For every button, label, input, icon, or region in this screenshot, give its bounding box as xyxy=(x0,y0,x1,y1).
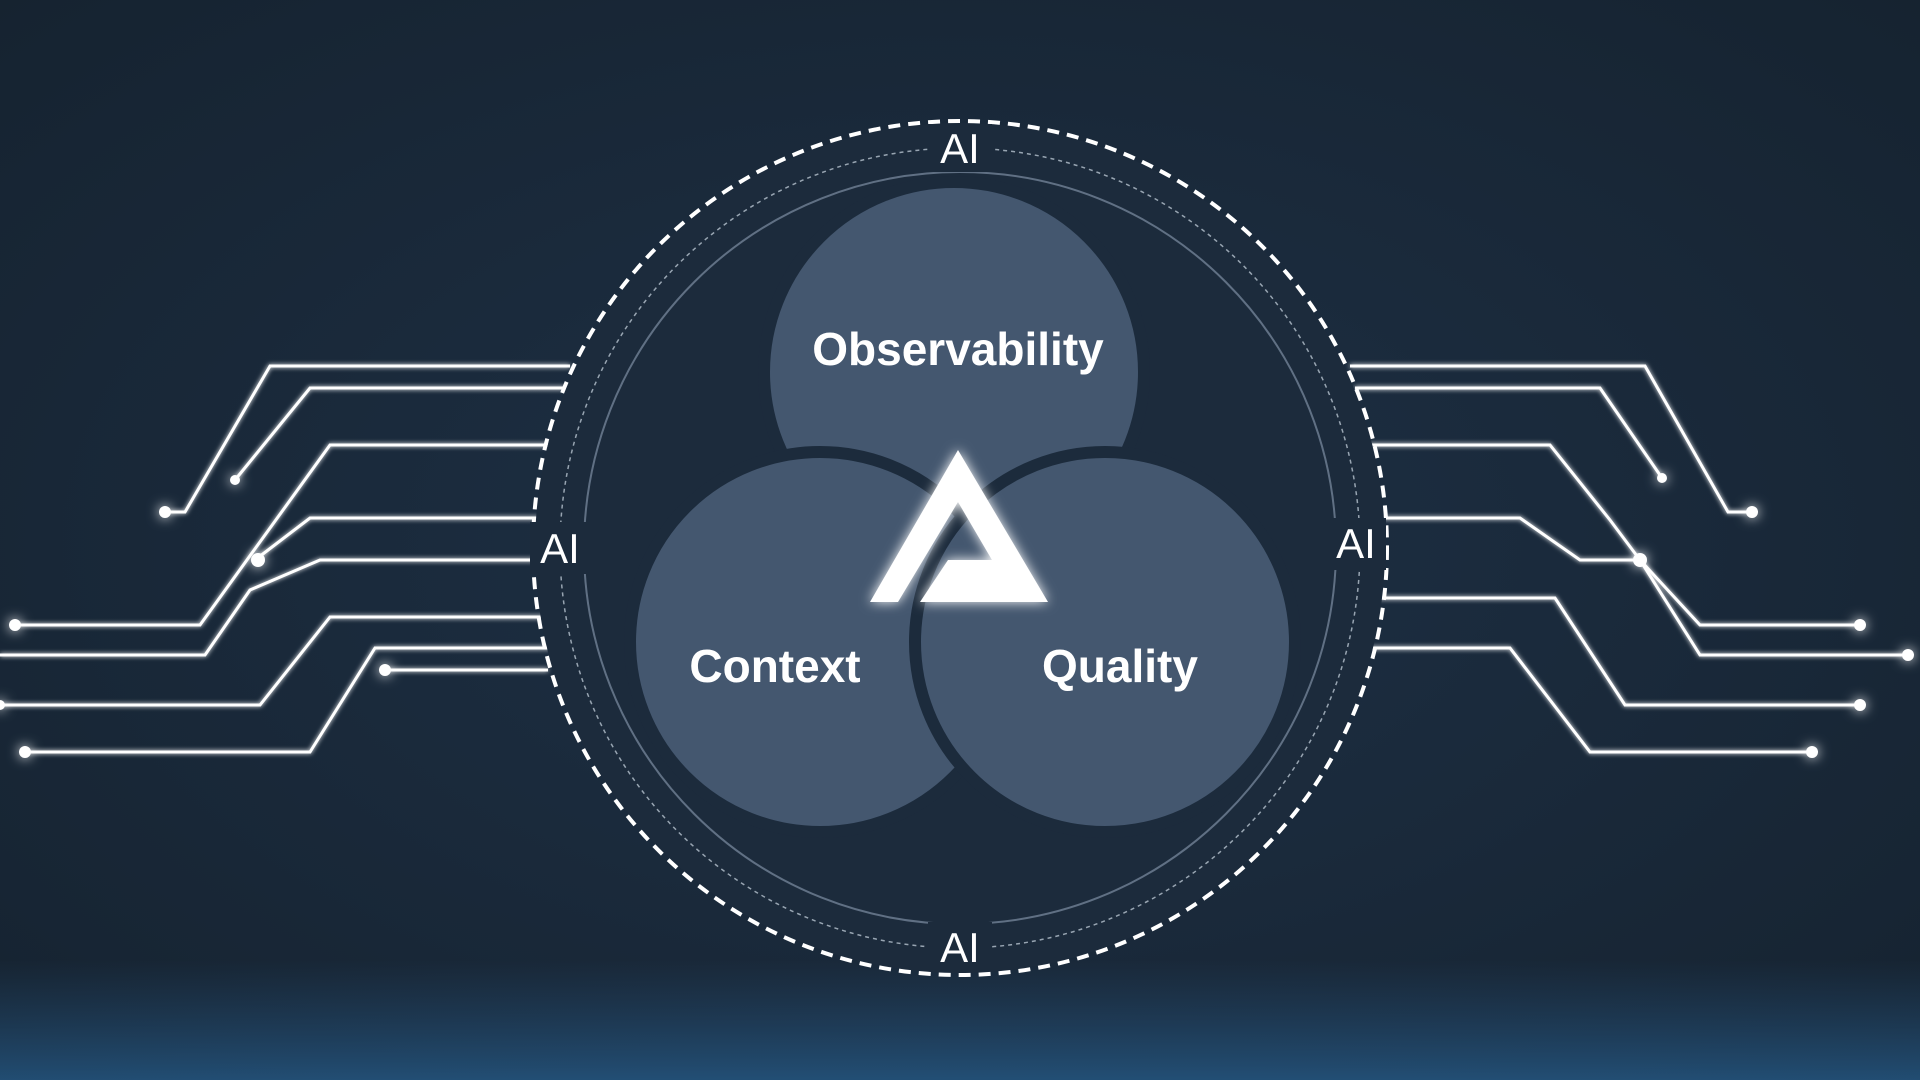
right-node-4 xyxy=(1854,619,1866,631)
triangle-logo-icon xyxy=(870,450,1048,602)
ai-label-top: AI xyxy=(940,125,980,172)
right-circuit-traces xyxy=(1350,364,1908,754)
ai-label-left: AI xyxy=(540,525,580,572)
venn-label-quality: Quality xyxy=(1042,640,1198,692)
left-circuit-traces xyxy=(0,364,570,754)
left-node-4 xyxy=(251,553,265,567)
left-node-2 xyxy=(230,475,240,485)
left-trace-6 xyxy=(0,615,550,707)
right-node-2 xyxy=(1657,473,1667,483)
right-node-3 xyxy=(1633,553,1647,567)
right-trace-3 xyxy=(1368,443,1642,561)
right-node-7 xyxy=(1806,746,1818,758)
left-node-5 xyxy=(379,664,391,676)
left-node-1 xyxy=(159,506,171,518)
left-circuit-nodes xyxy=(0,475,391,758)
ai-label-right: AI xyxy=(1336,520,1376,567)
venn-label-context: Context xyxy=(689,640,860,692)
left-node-3 xyxy=(9,619,21,631)
ai-label-bottom: AI xyxy=(940,924,980,971)
triangle-logo-shape xyxy=(870,450,1048,602)
right-circuit-nodes xyxy=(1633,473,1914,758)
right-node-5 xyxy=(1902,649,1914,661)
ai-label-left-bg xyxy=(530,522,590,574)
left-node-7 xyxy=(0,700,5,710)
right-node-6 xyxy=(1854,699,1866,711)
right-node-1 xyxy=(1746,506,1758,518)
right-trace-1 xyxy=(1350,364,1752,514)
left-trace-3 xyxy=(15,443,555,627)
left-trace-8 xyxy=(25,646,550,754)
right-trace-5 xyxy=(1638,559,1908,657)
left-trace-5 xyxy=(0,558,548,657)
bottom-glow xyxy=(0,960,1920,1080)
ai-label-right-bg xyxy=(1326,518,1386,570)
left-trace-4 xyxy=(254,516,550,562)
left-trace-1 xyxy=(165,364,570,514)
right-trace-4 xyxy=(1370,516,1860,627)
venn-label-observability: Observability xyxy=(812,323,1104,375)
right-trace-2 xyxy=(1355,386,1664,479)
ai-label-top-bg xyxy=(928,124,992,172)
left-node-6 xyxy=(19,746,31,758)
left-trace-2 xyxy=(233,386,565,481)
right-trace-6 xyxy=(1372,596,1860,707)
right-trace-7 xyxy=(1370,646,1812,754)
ai-label-bottom-bg xyxy=(928,922,992,970)
